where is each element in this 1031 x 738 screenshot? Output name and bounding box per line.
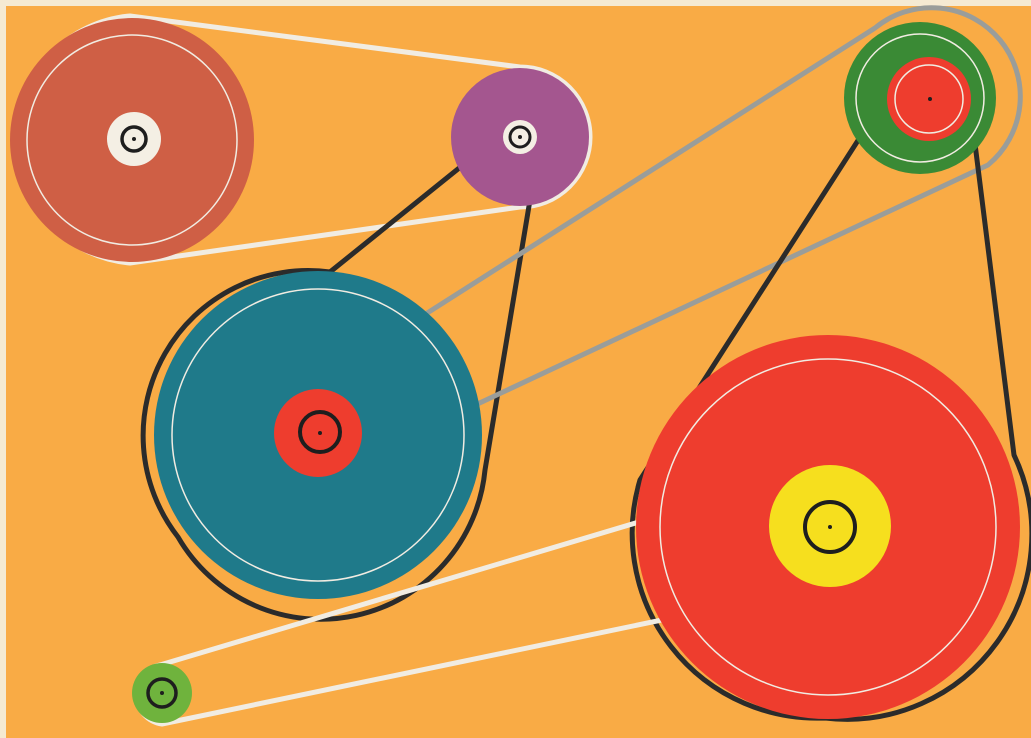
pulley-green xyxy=(844,22,996,174)
pulley-teal xyxy=(154,271,482,599)
pulley-brown xyxy=(10,18,254,262)
